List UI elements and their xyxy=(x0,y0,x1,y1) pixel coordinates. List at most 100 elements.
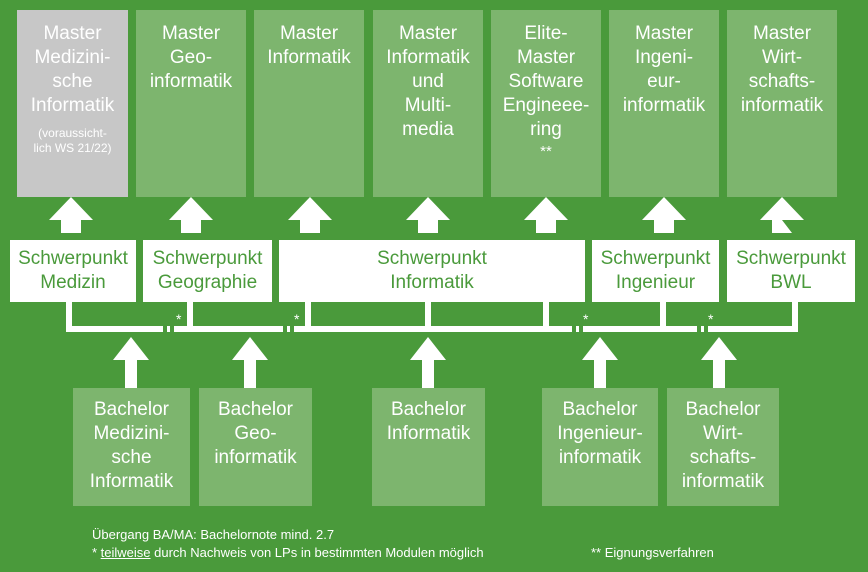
schwerpunkt-box-ingenieur: Schwerpunkt Ingenieur xyxy=(592,240,719,302)
arrow-from-bachelor-1 xyxy=(113,337,149,388)
bachelor-line: Bachelor xyxy=(685,399,761,420)
bachelor-line: schafts- xyxy=(689,447,757,468)
master-note: (voraussicht- xyxy=(38,126,107,140)
bus-gap xyxy=(283,325,287,333)
master-line: Master xyxy=(398,23,458,44)
master-line: sche xyxy=(52,71,93,92)
master-line: ring xyxy=(530,119,562,140)
bachelor-line: Bachelor xyxy=(94,399,169,420)
master-line: Master xyxy=(161,23,221,44)
schwerpunkt-box-medizin: Schwerpunkt Medizin xyxy=(10,240,136,302)
master-box-geoinformatik: Master Geo- informatik xyxy=(136,10,246,197)
arrow-from-bachelor-2 xyxy=(232,337,268,388)
stem-bwl xyxy=(792,300,798,330)
schwerpunkt-line: Schwerpunkt xyxy=(377,248,487,269)
stem-medizin xyxy=(66,300,72,330)
bachelor-line: Bachelor xyxy=(562,399,638,420)
bus-star: * xyxy=(708,311,714,327)
bus-gap xyxy=(572,325,576,333)
stem-informatik-b xyxy=(425,300,431,330)
bus-gap xyxy=(163,325,167,333)
master-box-informatik-und-multimedia: Master Informatik und Multi- media xyxy=(373,10,483,197)
master-line: schafts- xyxy=(748,71,816,92)
arrow-to-master-7 xyxy=(760,197,804,233)
bachelor-line: Informatik xyxy=(89,471,174,492)
master-line: Informatik xyxy=(386,47,470,68)
stem-informatik-a xyxy=(305,300,311,330)
arrow-to-master-1 xyxy=(49,197,93,233)
bachelor-box-geoinformatik: Bachelor Geo- informatik xyxy=(199,388,312,506)
arrow-to-master-3 xyxy=(288,197,332,233)
arrow-to-master-5 xyxy=(524,197,568,233)
master-line: informatik xyxy=(740,95,824,116)
master-line: informatik xyxy=(622,95,706,116)
bus-gap xyxy=(704,325,708,333)
bus-star: * xyxy=(294,311,300,327)
schwerpunkt-line: Schwerpunkt xyxy=(600,248,711,269)
arrow-from-bachelor-4 xyxy=(582,337,618,388)
arrow-to-master-6 xyxy=(642,197,686,233)
master-line: Master xyxy=(516,47,576,68)
master-line: Master xyxy=(634,23,694,44)
bachelor-box-wirtschaftsinformatik: Bachelor Wirt- schafts- informatik xyxy=(667,388,779,506)
master-line: Ingeni- xyxy=(634,47,694,68)
master-line: Informatik xyxy=(267,47,351,68)
schwerpunkt-box-geographie: Schwerpunkt Geographie xyxy=(143,240,272,302)
footnote-star: * xyxy=(92,545,101,560)
schwerpunkt-line: Schwerpunkt xyxy=(18,248,128,269)
bachelor-line: Ingenieur- xyxy=(557,423,643,444)
bachelor-line: Bachelor xyxy=(218,399,293,420)
master-line: Master xyxy=(43,23,102,44)
master-line: Master xyxy=(279,23,339,44)
schwerpunkt-line: Informatik xyxy=(390,272,474,293)
master-box-elite-software-engineering: Elite- Master Software Engineee- ring ** xyxy=(491,10,601,197)
bachelor-line: Wirt- xyxy=(702,423,744,444)
bus-star: * xyxy=(583,311,589,327)
schwerpunkt-line: Ingenieur xyxy=(615,272,696,293)
bachelor-line: Bachelor xyxy=(391,399,466,420)
master-line: Geo- xyxy=(169,47,213,68)
master-box-medizinische-informatik: Master Medizini- sche Informatik (voraus… xyxy=(17,10,128,197)
schwerpunkt-box-informatik: Schwerpunkt Informatik xyxy=(279,240,585,302)
bus-star: * xyxy=(176,311,182,327)
footnote-transition: Übergang BA/MA: Bachelornote mind. 2.7 xyxy=(92,527,335,542)
master-box-ingenieurinformatik: Master Ingeni- eur- informatik xyxy=(609,10,719,197)
bachelor-line: Geo- xyxy=(234,423,277,444)
bachelor-line: sche xyxy=(111,447,152,468)
stem-geographie xyxy=(187,300,193,330)
bachelor-line: Informatik xyxy=(386,423,471,444)
schwerpunkt-box-bwl: Schwerpunkt BWL xyxy=(727,240,855,302)
master-line: und xyxy=(412,71,444,92)
arrow-to-master-2 xyxy=(169,197,213,233)
stem-informatik-c xyxy=(543,300,549,330)
master-box-wirtschaftsinformatik: Master Wirt- schafts- informatik xyxy=(727,10,837,197)
master-box-informatik: Master Informatik xyxy=(254,10,364,197)
bus-gap xyxy=(290,325,294,333)
master-line: Wirt- xyxy=(761,47,803,68)
bachelor-line: Medizini- xyxy=(93,423,170,444)
footnote-partial: * teilweise durch Nachweis von LPs in be… xyxy=(92,544,484,562)
bus-gap xyxy=(579,325,583,333)
bachelor-box-medizinische-informatik: Bachelor Medizini- sche Informatik xyxy=(73,388,190,506)
bus-gap xyxy=(697,325,701,333)
bus-bar xyxy=(66,326,798,332)
master-line: media xyxy=(402,119,454,140)
stem-ingenieur xyxy=(660,300,666,330)
bachelor-box-ingenieurinformatik: Bachelor Ingenieur- informatik xyxy=(542,388,658,506)
footnote-text: durch Nachweis von LPs in bestimmten Mod… xyxy=(150,545,484,560)
master-line: Elite- xyxy=(524,23,568,44)
master-line: Multi- xyxy=(404,95,452,116)
schwerpunkt-line: Schwerpunkt xyxy=(736,248,846,269)
arrow-to-master-4 xyxy=(406,197,450,233)
footnote-eignung: ** Eignungsverfahren xyxy=(591,545,714,560)
bus-gap xyxy=(170,325,174,333)
master-line: Engineee- xyxy=(502,95,590,116)
master-line: Software xyxy=(508,71,584,92)
master-note: lich WS 21/22) xyxy=(33,141,112,155)
bachelor-line: informatik xyxy=(214,447,297,468)
master-line: Medizini- xyxy=(34,47,111,68)
arrow-from-bachelor-5 xyxy=(701,337,737,388)
schwerpunkt-line: BWL xyxy=(770,272,812,293)
